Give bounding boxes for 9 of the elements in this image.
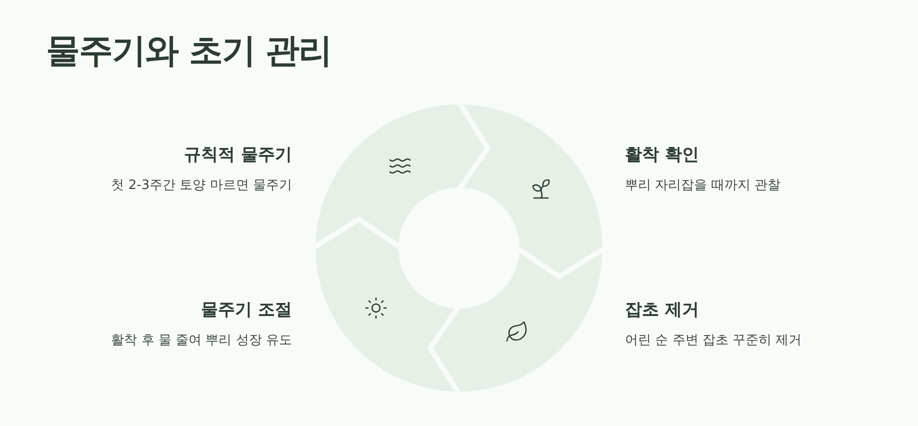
step-description: 첫 2-3주간 토양 마르면 물주기 xyxy=(110,177,292,194)
step-description: 활착 후 물 줄여 뿌리 성장 유도 xyxy=(110,332,292,349)
step-heading: 활착 확인 xyxy=(625,144,700,166)
step-heading: 잡초 제거 xyxy=(625,299,700,321)
title: 물주기와 초기 관리 xyxy=(46,30,332,73)
step-description: 뿌리 자리잡을 때까지 관찰 xyxy=(625,177,782,194)
step-heading: 물주기 조절 xyxy=(200,299,292,321)
step-description: 어린 순 주변 잡초 꾸준히 제거 xyxy=(625,332,803,349)
step-heading: 규칙적 물주기 xyxy=(183,144,292,166)
